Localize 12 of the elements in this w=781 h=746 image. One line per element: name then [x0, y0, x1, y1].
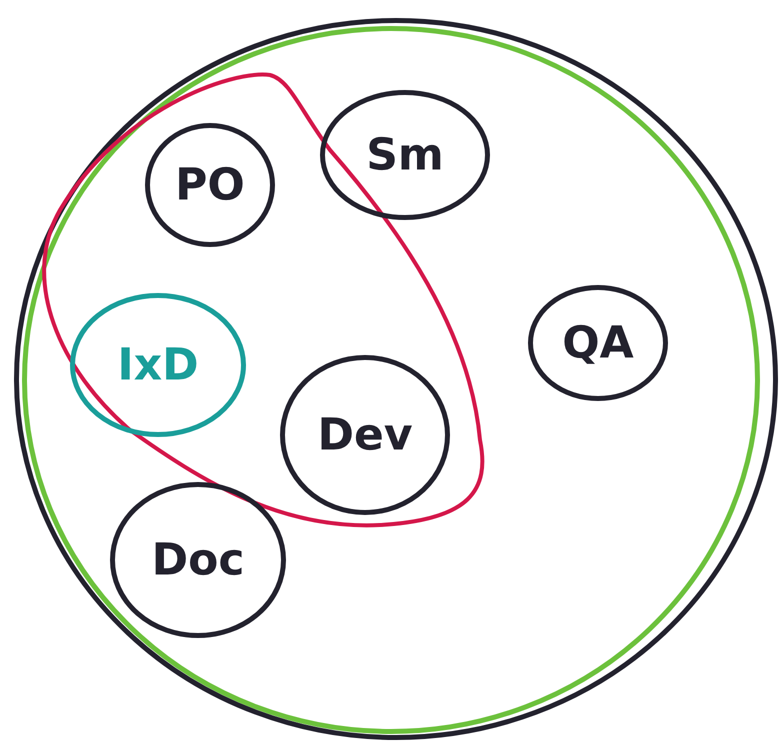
role-circle [70, 293, 246, 437]
role-label: Sm [365, 130, 445, 180]
role-label: IxD [116, 340, 200, 390]
role-label: Doc [150, 534, 246, 586]
role-label: PO [174, 160, 246, 210]
role-circle [110, 482, 286, 638]
role-circle [320, 90, 490, 220]
role-label: QA [561, 318, 635, 368]
role-circle [145, 123, 275, 247]
role-circle [280, 355, 450, 515]
role-circle [528, 285, 668, 401]
role-label: Dev [316, 410, 414, 460]
